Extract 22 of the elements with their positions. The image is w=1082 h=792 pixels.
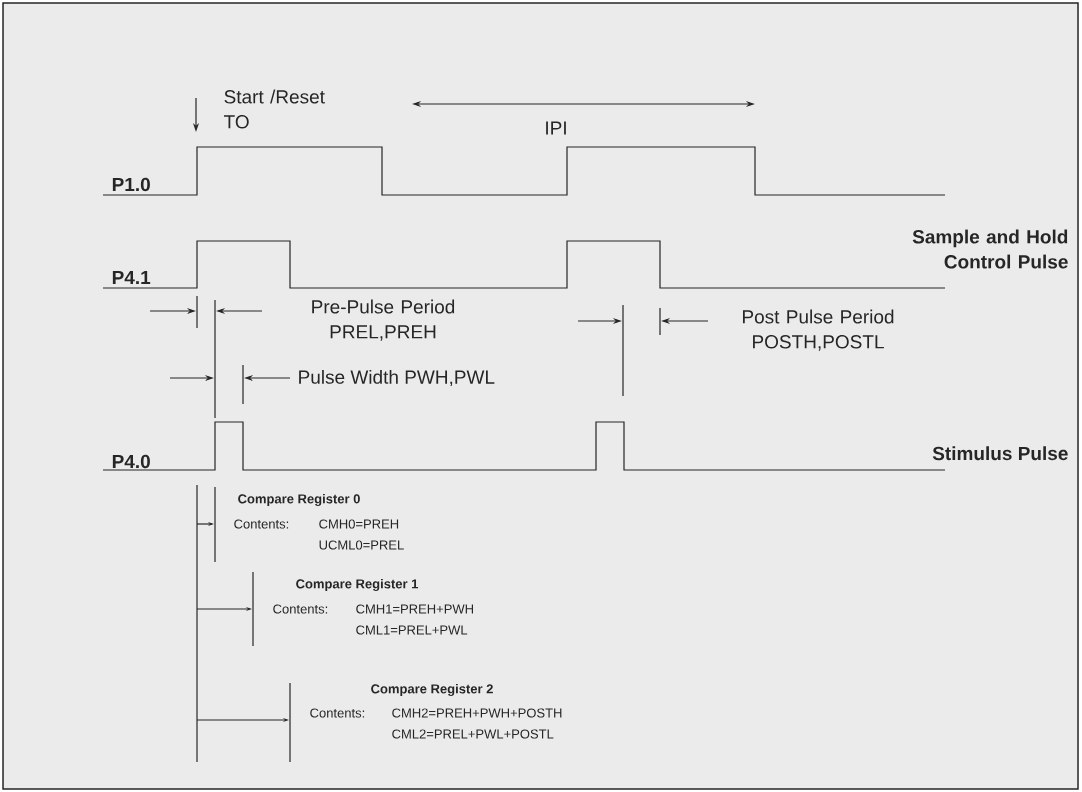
signal-description: Sample and Hold Control Pulse xyxy=(912,229,1068,269)
register-heading: Compare Register 1 xyxy=(296,578,419,592)
annotation-text: Contents: xyxy=(310,708,365,718)
annotation-text: Pre-Pulse Period PREL,PREH xyxy=(312,299,455,341)
annotation-text: Contents: xyxy=(273,604,328,614)
annotation-text: Start /Reset TO xyxy=(224,89,325,129)
signal-label: P1.0 xyxy=(112,177,150,192)
signal-label: P4.1 xyxy=(112,270,151,284)
annotation-text: CML2=PREL+PWL+POSTL xyxy=(392,729,554,739)
register-heading: Compare Register 2 xyxy=(371,683,493,697)
annotation-text: UCML0=PREL xyxy=(319,540,404,550)
signal-description: Stimulus Pulse xyxy=(932,446,1068,461)
signal-label: P4.0 xyxy=(112,454,150,469)
annotation-text: IPI xyxy=(546,121,566,135)
annotation-text: CMH1=PREH+PWH xyxy=(356,604,473,614)
annotation-text: CMH0=PREH xyxy=(319,519,399,529)
annotation-text: CML1=PREL+PWL xyxy=(356,625,468,635)
annotation-text: Contents: xyxy=(234,519,289,529)
annotation-text: Pulse Width PWH,PWL xyxy=(299,369,495,387)
annotation-text: CMH2=PREH+PWH+POSTH xyxy=(392,708,562,718)
register-heading: Compare Register 0 xyxy=(238,493,360,507)
annotation-text: Post Pulse Period POSTH,POSTL xyxy=(743,309,894,351)
